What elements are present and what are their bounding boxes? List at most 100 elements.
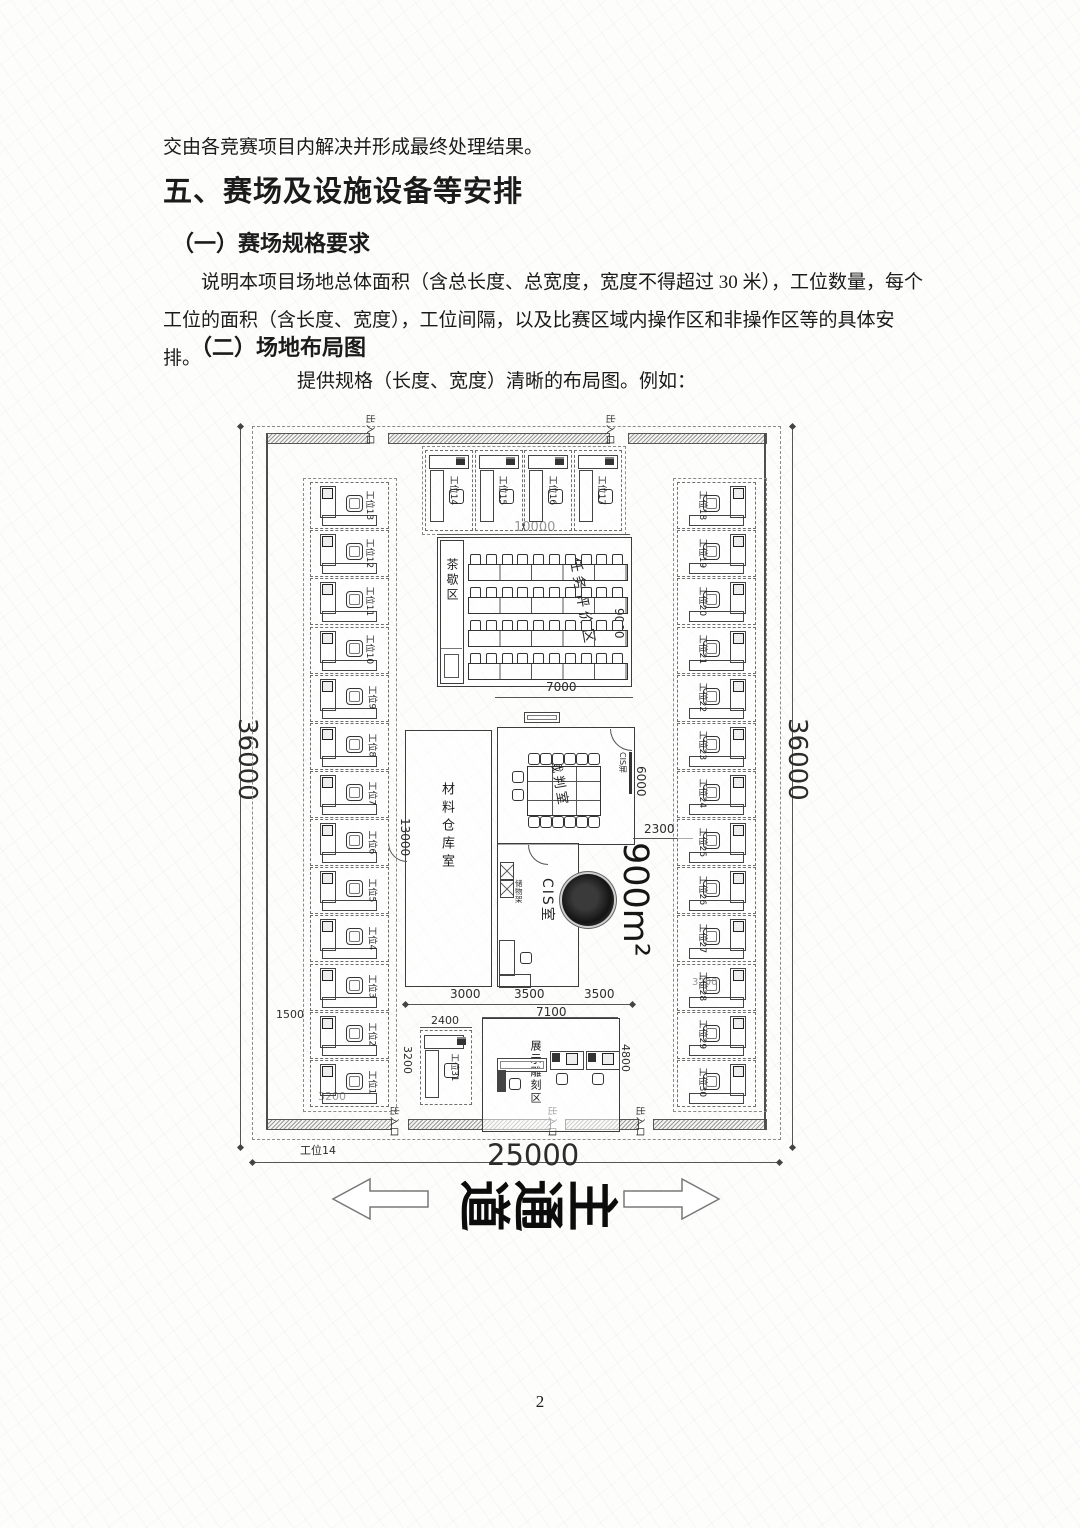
desk-icon	[320, 582, 336, 615]
chair-icon	[512, 771, 524, 783]
arrow-right-icon	[623, 1177, 721, 1221]
workstation-label: 工位21	[697, 634, 708, 665]
chair-icon	[552, 753, 564, 765]
arrow-left-icon	[331, 1177, 429, 1221]
monitor-icon	[322, 488, 333, 499]
floor-plan: 36000 36000 25000 出入口 出入口 出入口 出入口 出入口 茶歇…	[0, 0, 1080, 1300]
chair-icon	[576, 753, 588, 765]
area-label: 900m²	[615, 842, 655, 957]
monitor-icon	[566, 1053, 578, 1065]
workstation-column-left-outline	[303, 478, 397, 1112]
table-icon	[468, 630, 628, 647]
workstation-furniture	[678, 916, 755, 961]
workstation-label: 工位16	[546, 475, 557, 505]
monitor-icon	[733, 921, 744, 933]
workstation-cell: 工位8	[310, 722, 389, 770]
machine-icon	[457, 1037, 466, 1045]
workstation-furniture	[678, 868, 755, 913]
bottom-caption: 工位14	[300, 1144, 336, 1157]
workstation-cell: 工位17	[573, 450, 622, 531]
body-line-1: 说明本项目场地总体面积（含总长度、总宽度，宽度不得超过 30 米），工位数量，每…	[201, 272, 924, 293]
workstation-furniture	[311, 916, 388, 961]
dimension-line-left	[240, 426, 241, 1148]
workstation-furniture	[678, 1013, 755, 1058]
monitor-icon	[322, 584, 333, 596]
subsection-1-title: （一）赛场规格要求	[172, 231, 371, 256]
workstation-cell: 工位12	[310, 530, 389, 578]
workstation-cell: 工位6	[310, 819, 389, 866]
dim-warehouse-bottom: 3000	[450, 987, 481, 1001]
workstation-label: 工位30	[697, 1067, 708, 1098]
tea-break-label: 茶歇区	[445, 558, 459, 603]
table-icon	[468, 663, 628, 680]
workstation-furniture	[678, 1061, 755, 1106]
desk-icon	[320, 534, 336, 567]
chair-icon	[597, 489, 613, 504]
desk-icon	[322, 948, 377, 960]
wall-bottom-left	[266, 1119, 392, 1130]
wall-top-right	[628, 433, 767, 444]
material-warehouse-room	[405, 730, 492, 987]
machine-icon	[552, 1053, 560, 1062]
chair-icon	[346, 495, 363, 512]
workstation-label: 工位7	[366, 781, 377, 806]
chair-icon	[444, 1063, 459, 1078]
desk-icon	[578, 470, 593, 522]
workstation-label: 工位31	[449, 1052, 460, 1081]
monitor-icon	[733, 1065, 744, 1077]
monitor-icon	[602, 1053, 614, 1065]
dim-carving-top: 7100	[536, 1005, 567, 1019]
desk-icon	[320, 1015, 336, 1048]
monitor-icon	[322, 825, 333, 836]
workstation-cell: 工位5	[310, 867, 389, 915]
workstation-furniture	[311, 772, 388, 817]
page-number: 2	[535, 1392, 545, 1411]
workstation-cell: 工位23	[677, 722, 756, 770]
desk-icon	[430, 470, 444, 522]
workstation-furniture	[311, 579, 388, 624]
dimension-line-right	[792, 426, 793, 1148]
chair-icon	[346, 687, 363, 705]
hall-top-dimline	[437, 534, 630, 535]
subsection-2-body: 提供规格（长度、宽度）清晰的布局图。例如：	[297, 371, 697, 392]
dim-judges-offset: 2300	[644, 822, 675, 836]
hall-bottom-dimline	[495, 697, 633, 698]
chair-icon	[552, 816, 564, 828]
desk-icon	[320, 871, 336, 904]
workstation-cell: 工位21	[677, 626, 756, 674]
carving-top-dimline	[482, 1017, 618, 1018]
monitor-icon	[322, 969, 333, 981]
workstation-column-right-outline	[673, 478, 767, 1112]
monitor-icon	[733, 825, 744, 836]
workstation-furniture	[678, 579, 755, 624]
carving-desk	[497, 1070, 506, 1092]
desk-icon	[322, 900, 377, 912]
workstation-cell: 工位2	[310, 1011, 389, 1059]
monitor-icon	[733, 536, 744, 548]
monitor-icon	[733, 488, 744, 499]
monitor-icon	[322, 776, 333, 788]
dim-bottom-total: 25000	[487, 1138, 580, 1172]
chair-icon	[548, 489, 563, 504]
body-line-2: 工位的面积（含长度、宽度），工位间隔，以及比赛区域内操作区和非操作区等的具体安排…	[163, 310, 895, 369]
wall-bottom-right	[653, 1119, 767, 1130]
entrance-label-top-left: 出入口	[364, 414, 374, 446]
workstation-cell: 工位24	[677, 770, 756, 818]
workstation-furniture	[678, 628, 755, 673]
intro-paragraph: 交由各竞赛项目内解决并形成最终处理结果。	[163, 137, 544, 158]
desk-icon	[320, 486, 336, 518]
workstation-cell: 工位20	[677, 578, 756, 626]
workstation-cell: 工位3	[310, 963, 389, 1011]
carving-desk-group	[550, 1051, 584, 1070]
workstation-label: 工位19	[697, 538, 708, 568]
workstation-cell: 工位29	[677, 1011, 756, 1059]
workstation-furniture	[311, 531, 388, 576]
chair-icon	[346, 543, 363, 561]
workstation-label: 工位9	[366, 685, 377, 710]
workstation-label: 工位8	[366, 733, 377, 758]
wall-right	[764, 433, 766, 1129]
chair-icon	[346, 783, 363, 801]
workstation-label: 工位6	[366, 829, 377, 854]
workstation-furniture	[678, 724, 755, 769]
workstation-cell: 工位22	[677, 674, 756, 722]
